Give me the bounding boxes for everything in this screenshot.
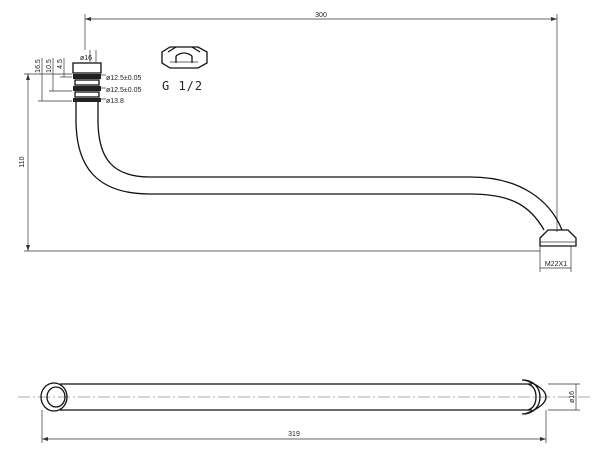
outlet-end-inner [527,383,537,411]
inlet-end-outer [40,382,68,412]
dim-4-5-label: 4.5 [57,59,64,69]
dim-110-label: 110 [19,156,26,167]
side-view: 300 110 16.5 10.5 4.5 ø16 ø12.5±0.05 ø [19,12,577,272]
dia-bottom-label: ø16 [569,391,576,403]
dim-319-label: 319 [288,431,300,438]
seal-ring [73,74,101,79]
seal-ring [73,98,101,102]
outlet-thread-label: M22X1 [545,261,567,268]
top-view: 319 ø16 [18,379,590,443]
seal-groove [74,91,100,98]
outlet-flange [524,379,547,415]
seal-c-label: ø13.8 [106,98,124,105]
seal-groove [74,79,100,86]
dim-16-5-label: 16.5 [35,59,42,73]
seal-a-label: ø12.5±0.05 [106,75,141,82]
arrowhead [26,74,30,80]
arrowhead [540,437,546,441]
outlet-nozzle [539,229,577,247]
seal-ring [73,86,101,91]
arrowhead [26,245,30,251]
pipe-inner-edge [97,102,563,231]
dim-10-5-label: 10.5 [46,59,53,73]
inlet-end-inner [46,386,66,408]
nut-icon [161,46,208,69]
arrowhead [85,17,91,21]
seal-b-label: ø12.5±0.05 [106,87,141,94]
arrowhead [42,437,48,441]
inlet-collar [72,62,102,74]
inlet-diameter-label: ø16 [80,55,92,62]
pipe-outer-edge [75,102,545,231]
thread-label: G 1/2 [162,79,203,93]
dim-300-label: 300 [315,12,327,19]
arrowhead [551,17,557,21]
